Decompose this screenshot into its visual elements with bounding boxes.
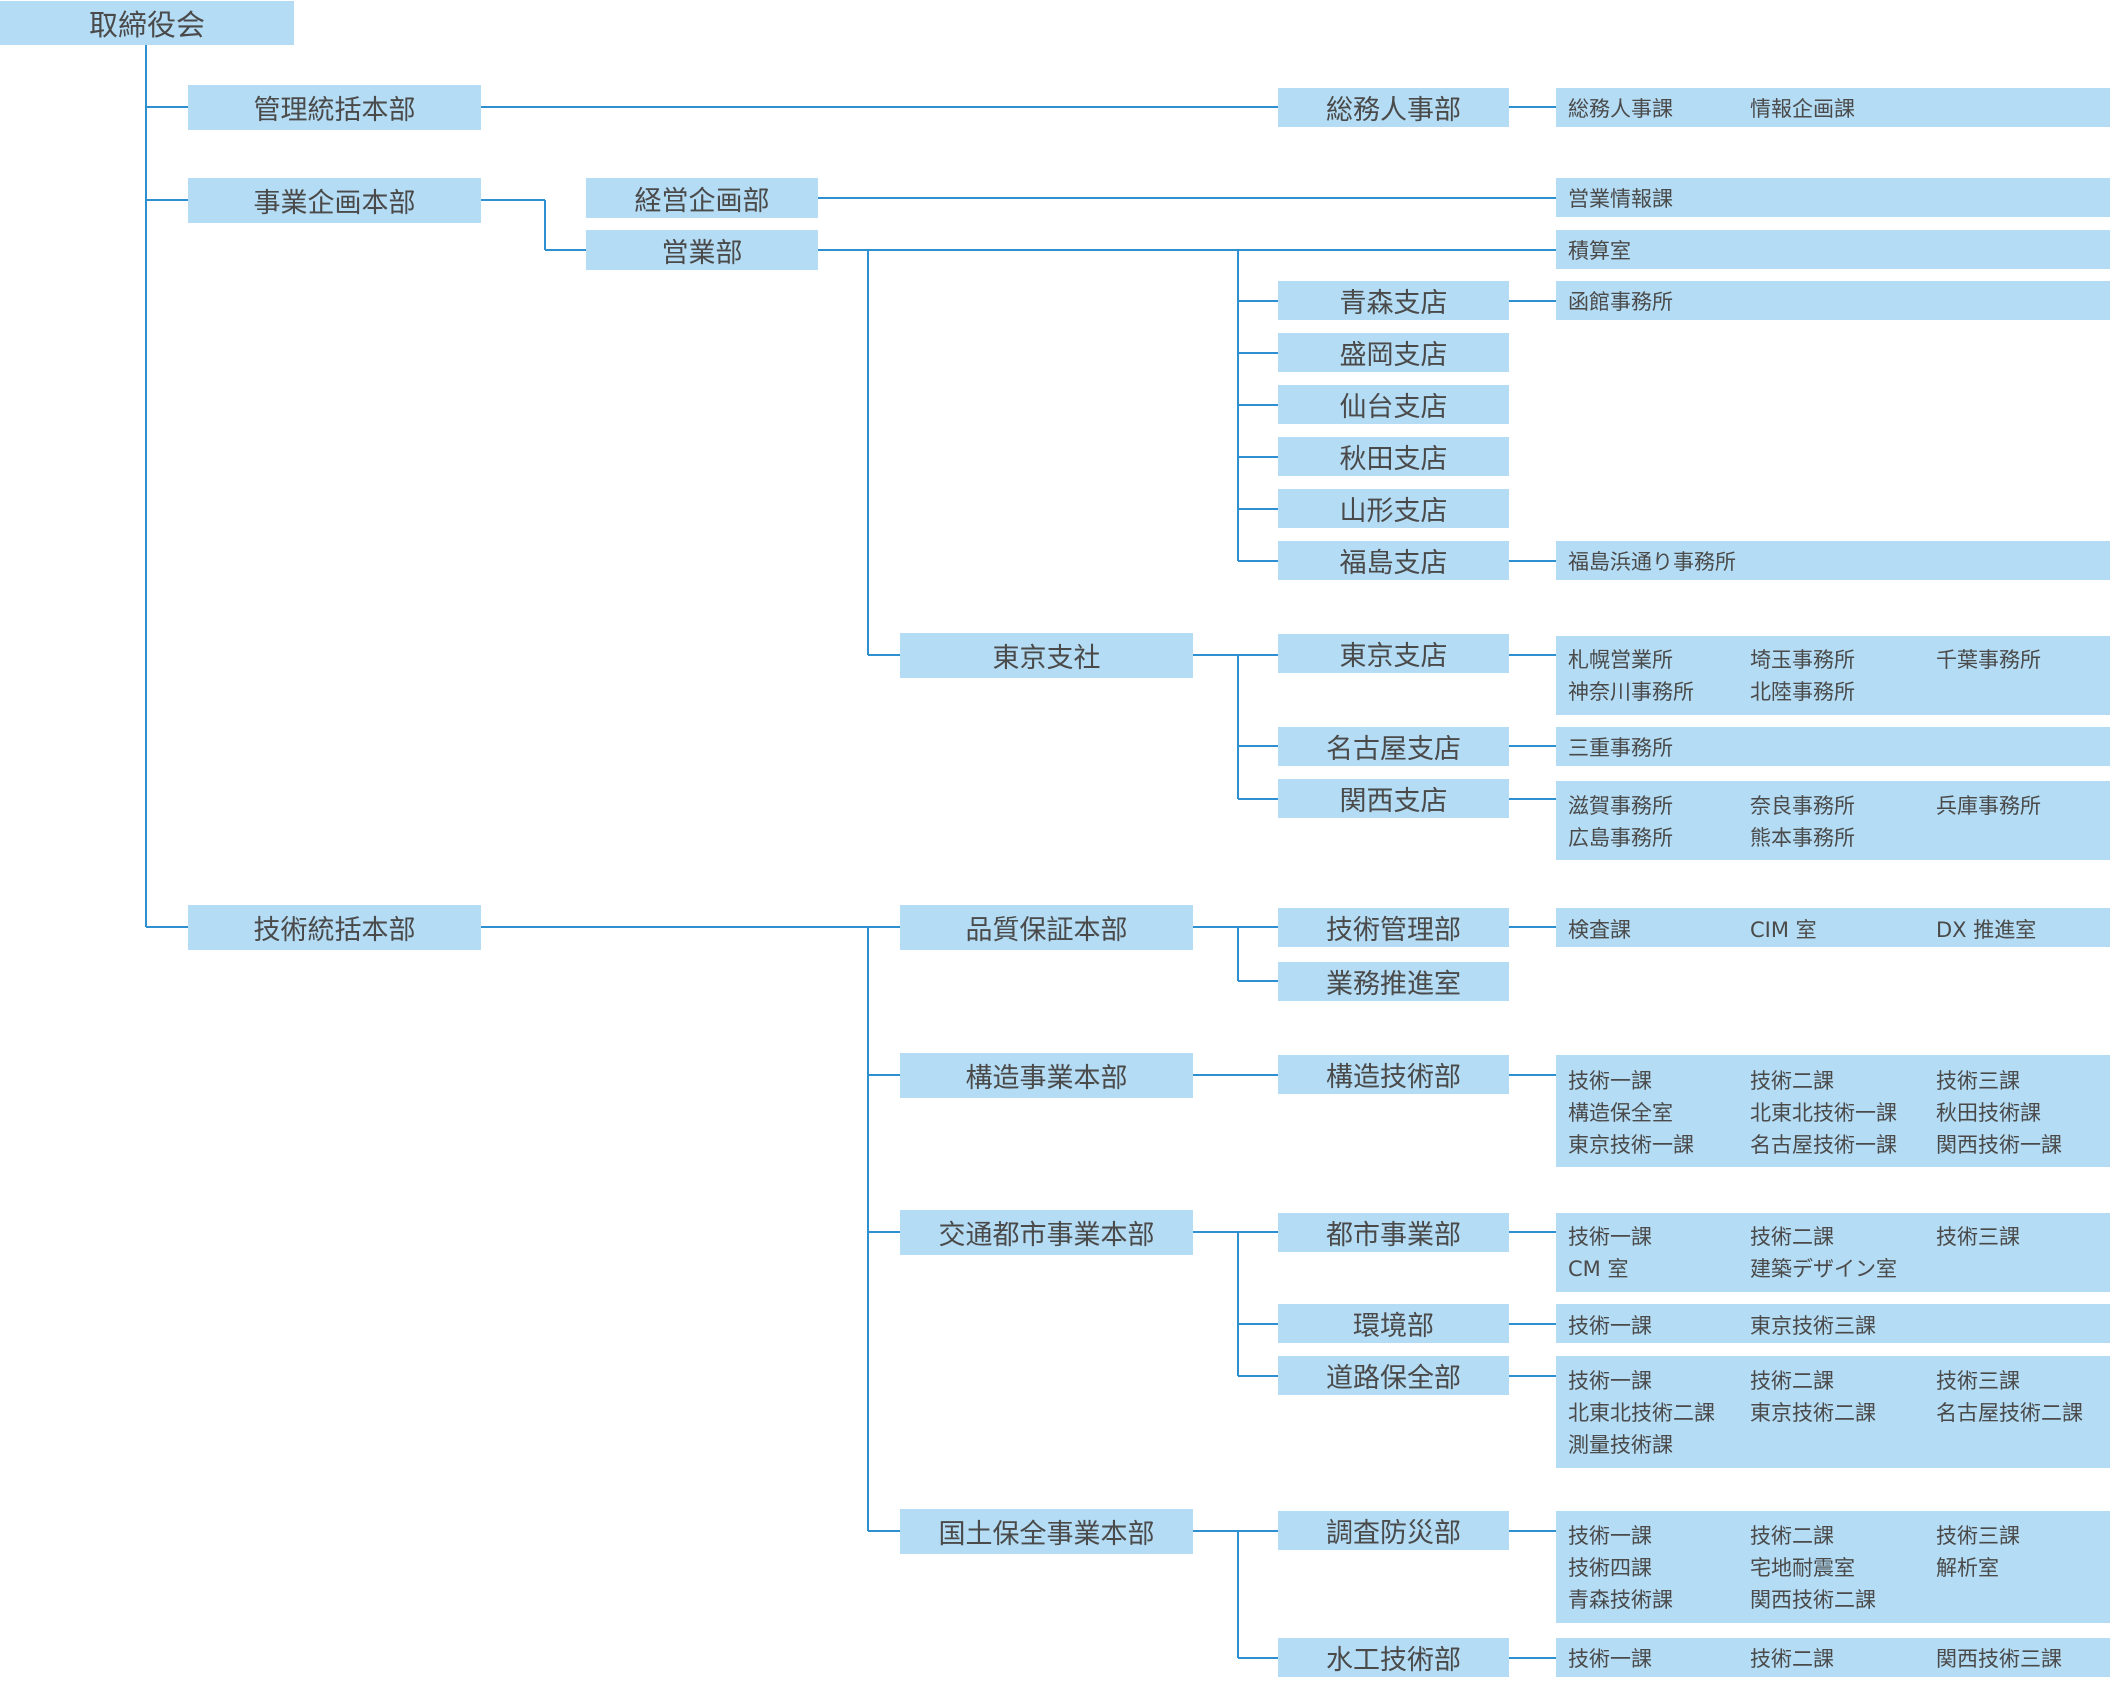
org-node-level4: 調査防災部 xyxy=(1278,1511,1509,1550)
leaf-item: 北陸事務所 xyxy=(1750,680,1855,704)
leaf-item: 積算室 xyxy=(1568,239,1631,263)
leaf-panel: 技術一課 技術二課 技術三課 技術四課 宅地耐震室 解析室 青森技術課 関西技術… xyxy=(1556,1511,2110,1623)
leaf-item: 技術三課 xyxy=(1936,1069,2020,1093)
org-node-level3: 国土保全事業本部 xyxy=(900,1509,1193,1554)
leaf-item: 建築デザイン室 xyxy=(1750,1257,1897,1281)
leaf-panel: 技術一課 東京技術三課 xyxy=(1556,1304,2110,1343)
leaf-item: DX 推進室 xyxy=(1936,918,2037,942)
leaf-item: 東京技術三課 xyxy=(1750,1314,1876,1338)
leaf-item: 検査課 xyxy=(1568,918,1631,942)
leaf-item: 技術一課 xyxy=(1568,1225,1652,1249)
leaf-item: 技術二課 xyxy=(1750,1647,1834,1671)
leaf-item: 技術二課 xyxy=(1750,1369,1834,1393)
org-node-level4: 盛岡支店 xyxy=(1278,333,1509,372)
leaf-item: 福島浜通り事務所 xyxy=(1568,550,1736,574)
leaf-item: 三重事務所 xyxy=(1568,736,1673,760)
org-node-level4: 技術管理部 xyxy=(1278,908,1509,947)
org-node-level4: 福島支店 xyxy=(1278,541,1509,580)
leaf-item: 秋田技術課 xyxy=(1936,1101,2041,1125)
leaf-item: 宅地耐震室 xyxy=(1750,1556,1855,1580)
org-node-level4: 山形支店 xyxy=(1278,489,1509,528)
org-node-level1: 技術統括本部 xyxy=(188,905,481,950)
leaf-panel: 技術一課 技術二課 技術三課 構造保全室 北東北技術一課 秋田技術課 東京技術一… xyxy=(1556,1055,2110,1167)
leaf-item: 奈良事務所 xyxy=(1750,794,1855,818)
leaf-panel: 営業情報課 xyxy=(1556,178,2110,217)
org-node-level4: 水工技術部 xyxy=(1278,1638,1509,1677)
org-node-level4: 東京支店 xyxy=(1278,634,1509,673)
leaf-item: 東京技術二課 xyxy=(1750,1401,1876,1425)
org-node-level4: 構造技術部 xyxy=(1278,1055,1509,1094)
leaf-item: 技術三課 xyxy=(1936,1524,2020,1548)
org-node-level4: 青森支店 xyxy=(1278,281,1509,320)
leaf-panel: 函館事務所 xyxy=(1556,281,2110,320)
leaf-item: 技術一課 xyxy=(1568,1314,1652,1338)
leaf-item: 技術一課 xyxy=(1568,1369,1652,1393)
leaf-item: 総務人事課 xyxy=(1568,97,1673,121)
leaf-item: 関西技術二課 xyxy=(1750,1588,1876,1612)
leaf-item: 技術二課 xyxy=(1750,1225,1834,1249)
leaf-item: CIM 室 xyxy=(1750,918,1817,942)
org-node-level4: 総務人事部 xyxy=(1278,88,1509,127)
leaf-panel: 技術一課 技術二課 関西技術三課 xyxy=(1556,1638,2110,1677)
leaf-item: 情報企画課 xyxy=(1750,97,1855,121)
leaf-item: 広島事務所 xyxy=(1568,826,1673,850)
leaf-item: 滋賀事務所 xyxy=(1568,794,1673,818)
leaf-panel: 滋賀事務所 奈良事務所 兵庫事務所 広島事務所 熊本事務所 xyxy=(1556,781,2110,860)
leaf-panel: 札幌営業所 埼玉事務所 千葉事務所 神奈川事務所 北陸事務所 xyxy=(1556,636,2110,715)
leaf-item: 兵庫事務所 xyxy=(1936,794,2041,818)
leaf-panel: 三重事務所 xyxy=(1556,727,2110,766)
org-node-level2: 営業部 xyxy=(586,230,818,270)
leaf-item: 技術三課 xyxy=(1936,1369,2020,1393)
leaf-item: 名古屋技術二課 xyxy=(1936,1401,2083,1425)
org-node-level4: 都市事業部 xyxy=(1278,1213,1509,1252)
leaf-panel: 技術一課 技術二課 技術三課 CM 室 建築デザイン室 xyxy=(1556,1213,2110,1292)
leaf-item: 神奈川事務所 xyxy=(1568,680,1694,704)
leaf-item: 青森技術課 xyxy=(1568,1588,1673,1612)
leaf-item: 札幌営業所 xyxy=(1568,648,1673,672)
leaf-item: 構造保全室 xyxy=(1568,1101,1673,1125)
leaf-item: 函館事務所 xyxy=(1568,290,1673,314)
org-node-level2: 経営企画部 xyxy=(586,178,818,218)
org-node-level1: 事業企画本部 xyxy=(188,178,481,223)
org-node-level3: 交通都市事業本部 xyxy=(900,1210,1193,1255)
leaf-item: 名古屋技術一課 xyxy=(1750,1133,1897,1157)
leaf-item: 測量技術課 xyxy=(1568,1433,1673,1457)
org-node-root: 取締役会 xyxy=(0,1,294,45)
leaf-panel: 福島浜通り事務所 xyxy=(1556,541,2110,580)
leaf-item: 技術三課 xyxy=(1936,1225,2020,1249)
leaf-item: 技術二課 xyxy=(1750,1069,1834,1093)
leaf-panel: 検査課 CIM 室 DX 推進室 xyxy=(1556,908,2110,947)
leaf-item: CM 室 xyxy=(1568,1257,1629,1281)
leaf-panel: 技術一課 技術二課 技術三課 北東北技術二課 東京技術二課 名古屋技術二課 測量… xyxy=(1556,1356,2110,1468)
org-node-level4: 関西支店 xyxy=(1278,779,1509,818)
leaf-item: 関西技術一課 xyxy=(1936,1133,2062,1157)
leaf-item: 埼玉事務所 xyxy=(1750,648,1855,672)
leaf-panel: 総務人事課 情報企画課 xyxy=(1556,88,2110,127)
leaf-item: 熊本事務所 xyxy=(1750,826,1855,850)
leaf-item: 技術四課 xyxy=(1568,1556,1652,1580)
leaf-item: 営業情報課 xyxy=(1568,187,1673,211)
leaf-item: 技術二課 xyxy=(1750,1524,1834,1548)
leaf-item: 北東北技術一課 xyxy=(1750,1101,1897,1125)
leaf-item: 関西技術三課 xyxy=(1936,1647,2062,1671)
leaf-panel: 積算室 xyxy=(1556,230,2110,269)
leaf-item: 技術一課 xyxy=(1568,1069,1652,1093)
leaf-item: 千葉事務所 xyxy=(1936,648,2041,672)
org-node-level4: 業務推進室 xyxy=(1278,962,1509,1001)
leaf-item: 技術一課 xyxy=(1568,1524,1652,1548)
org-node-level4: 環境部 xyxy=(1278,1304,1509,1343)
org-node-level3: 品質保証本部 xyxy=(900,905,1193,950)
leaf-item: 北東北技術二課 xyxy=(1568,1401,1715,1425)
org-node-level3: 構造事業本部 xyxy=(900,1053,1193,1098)
org-node-level3: 東京支社 xyxy=(900,633,1193,678)
org-node-level4: 名古屋支店 xyxy=(1278,727,1509,766)
leaf-item: 技術一課 xyxy=(1568,1647,1652,1671)
org-node-level4: 仙台支店 xyxy=(1278,385,1509,424)
org-node-level4: 道路保全部 xyxy=(1278,1356,1509,1395)
org-node-level4: 秋田支店 xyxy=(1278,437,1509,476)
leaf-item: 解析室 xyxy=(1936,1556,1999,1580)
leaf-item: 東京技術一課 xyxy=(1568,1133,1694,1157)
org-node-level1: 管理統括本部 xyxy=(188,85,481,130)
